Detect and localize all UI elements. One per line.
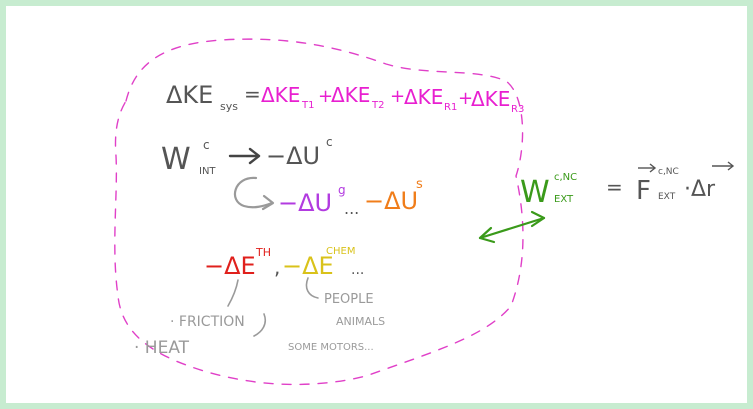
de-chem-term: −ΔE — [282, 252, 334, 280]
ke-plus-2: + — [390, 86, 405, 107]
de-th-term: −ΔE — [204, 252, 256, 280]
du-g-term: −ΔU — [278, 189, 332, 217]
ke-r1-sub: R1 — [444, 102, 457, 113]
ke-r3: ΔKE — [471, 87, 510, 111]
du-g-superscript: g — [338, 183, 346, 197]
whiteboard-canvas: ΔKE sys = ΔKE T1 + ΔKE T2 + ΔKE R1 + ΔKE… — [6, 6, 747, 403]
pointer-line-th — [227, 279, 239, 307]
ke-t1-sub: T1 — [301, 100, 314, 111]
w-ext-symbol: W — [520, 175, 550, 210]
ke-sys-symbol: ΔKE — [166, 81, 213, 109]
right-arrow-icon — [228, 147, 261, 165]
f-ext-symbol: F — [636, 176, 651, 206]
ke-t2-sub: T2 — [371, 100, 384, 111]
du-c-term: −ΔU — [266, 142, 320, 170]
note-animals: ANIMALS — [336, 315, 385, 328]
displacement-vector-arrow-icon — [712, 161, 735, 171]
du-c-superscript: c — [326, 135, 333, 149]
ke-r1: ΔKE — [404, 85, 443, 109]
ellipsis-2: ... — [351, 262, 364, 278]
curved-arrow-icon — [234, 176, 275, 211]
w-ext-superscript: c,NC — [554, 172, 577, 183]
comma: , — [274, 255, 280, 279]
de-th-superscript: TH — [255, 246, 271, 259]
w-int-superscript: c — [203, 138, 210, 152]
w-int-symbol: W — [161, 142, 191, 177]
ke-sys-subscript: sys — [220, 100, 238, 113]
ke-plus-1: + — [318, 86, 333, 107]
w-ext-subscript: EXT — [554, 194, 574, 205]
ke-plus-3: + — [458, 88, 473, 109]
ke-equals: = — [244, 82, 261, 106]
ke-r3-sub: R3 — [511, 104, 524, 115]
du-s-term: −ΔU — [364, 187, 418, 215]
ellipsis-1: ... — [344, 199, 359, 218]
diagram-svg: ΔKE sys = ΔKE T1 + ΔKE T2 + ΔKE R1 + ΔKE… — [114, 38, 735, 386]
note-motors: SOME MOTORS... — [288, 342, 374, 353]
system-boundary-dashed — [114, 38, 524, 386]
de-chem-superscript: CHEM — [326, 246, 355, 257]
note-friction: · FRICTION — [170, 314, 245, 330]
f-ext-superscript: c,NC — [658, 167, 679, 177]
note-people: PEOPLE — [324, 292, 374, 307]
f-ext-subscript: EXT — [658, 192, 676, 202]
force-vector-arrow-icon — [638, 163, 657, 173]
pointer-line-heat — [253, 313, 267, 337]
du-s-superscript: s — [416, 177, 423, 192]
w-int-subscript: INT — [199, 166, 216, 177]
dot-delta-r: ·Δr — [684, 177, 716, 202]
note-heat: · HEAT — [134, 338, 190, 358]
ke-t1: ΔKE — [261, 83, 300, 107]
ke-t2: ΔKE — [331, 83, 370, 107]
pointer-line-chem — [305, 277, 319, 299]
ext-equals: = — [606, 175, 623, 199]
double-arrow-icon — [478, 210, 546, 244]
